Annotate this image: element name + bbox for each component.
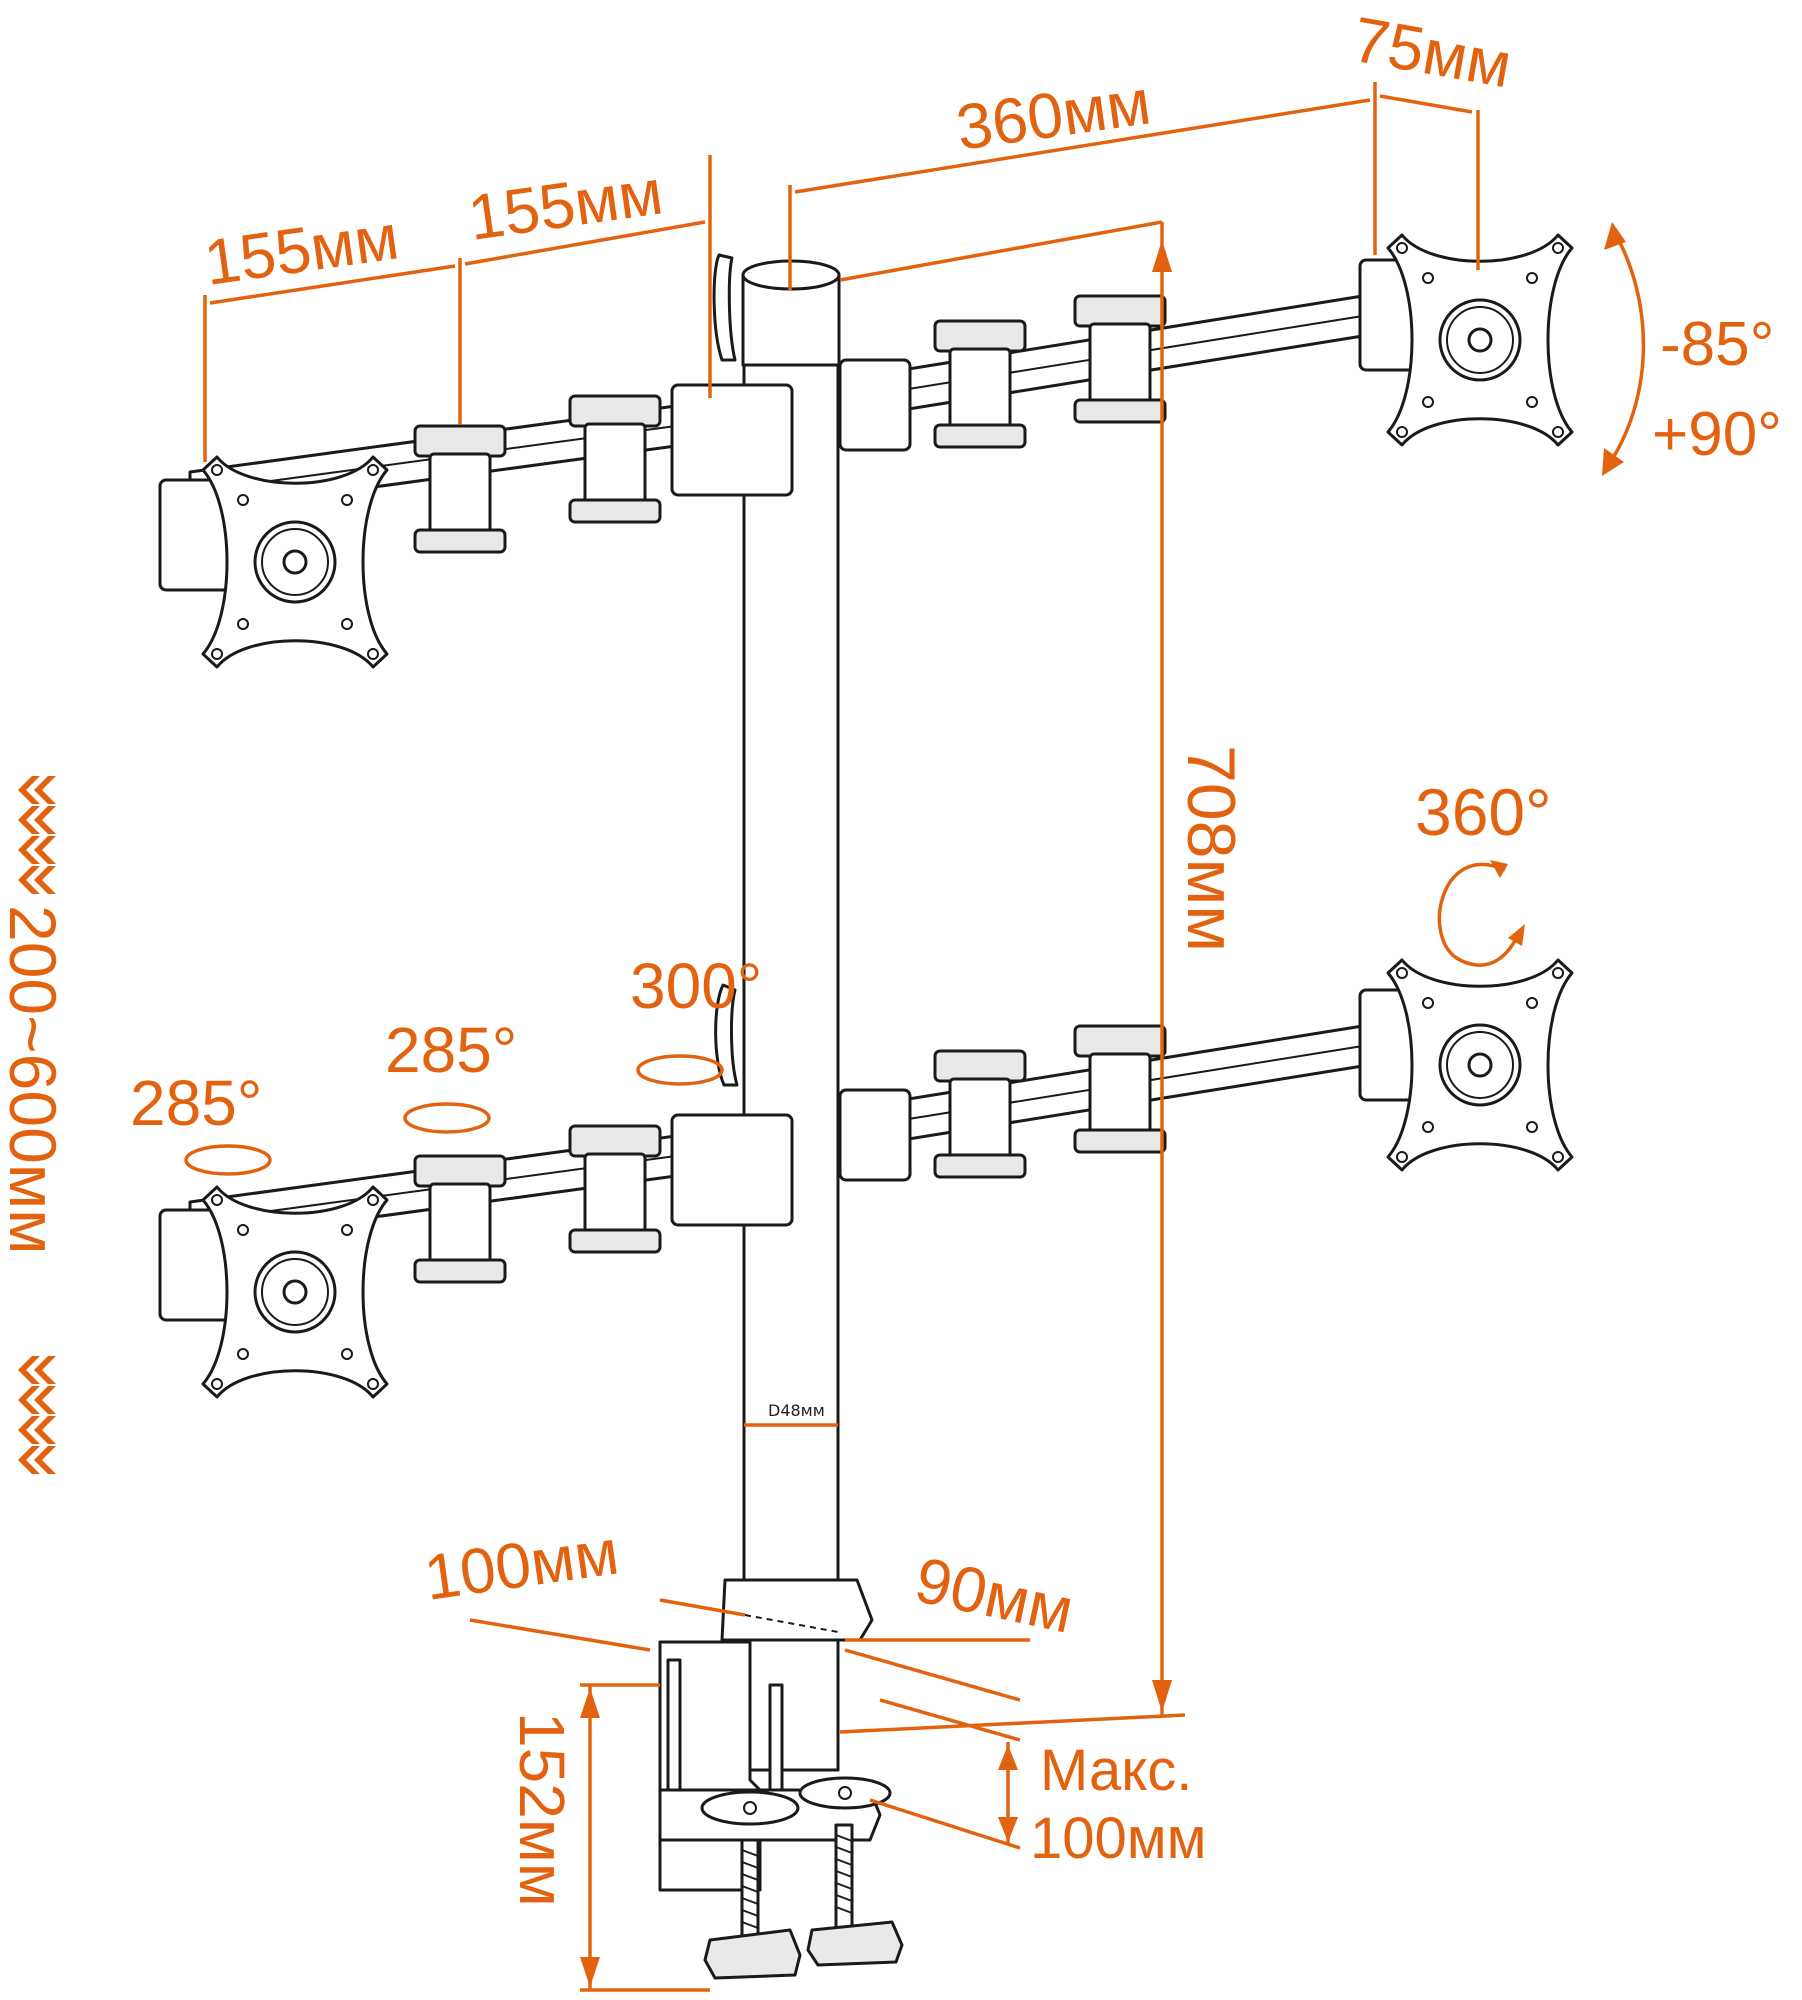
vesa-plate-icon: [201, 1185, 389, 1399]
label-swivel-3: 300°: [630, 950, 762, 1022]
label-arm-reach: 360мм: [952, 65, 1155, 163]
dimension-lines: [184, 82, 1646, 1992]
top-right-arm: [838, 233, 1574, 452]
label-clamp-height: 152мм: [506, 1712, 578, 1907]
desk-clamp: [658, 1640, 904, 1980]
label-height-range: 200~600мм: [0, 905, 70, 1255]
vesa-plate-icon: [1386, 958, 1574, 1172]
label-base-width: 90мм: [909, 1543, 1080, 1647]
vesa-plate-icon: [1386, 233, 1574, 447]
bottom-right-arm: [838, 958, 1574, 1182]
label-arm-seg-2: 155мм: [464, 155, 667, 253]
label-pole-diameter: D48мм: [768, 1401, 825, 1420]
label-swivel-1: 285°: [130, 1067, 262, 1139]
label-base-depth: 100мм: [420, 1515, 623, 1613]
label-clamp-max-value: 100мм: [1030, 1806, 1207, 1871]
label-pole-height: 708мм: [1173, 745, 1249, 952]
label-swivel-2: 285°: [385, 1014, 517, 1086]
label-vesa-offset: 75мм: [1348, 3, 1517, 102]
pole: [712, 253, 874, 1772]
label-rotation: 360°: [1415, 775, 1552, 849]
top-left-arm: [158, 383, 794, 669]
vesa-plate-icon: [201, 455, 389, 669]
label-tilt-top: -85°: [1660, 310, 1774, 379]
label-clamp-max: Макс.: [1040, 1738, 1192, 1803]
label-tilt-bottom: +90°: [1652, 400, 1782, 469]
label-arm-seg-1: 155мм: [200, 200, 403, 298]
bottom-left-arm: [158, 1113, 794, 1399]
